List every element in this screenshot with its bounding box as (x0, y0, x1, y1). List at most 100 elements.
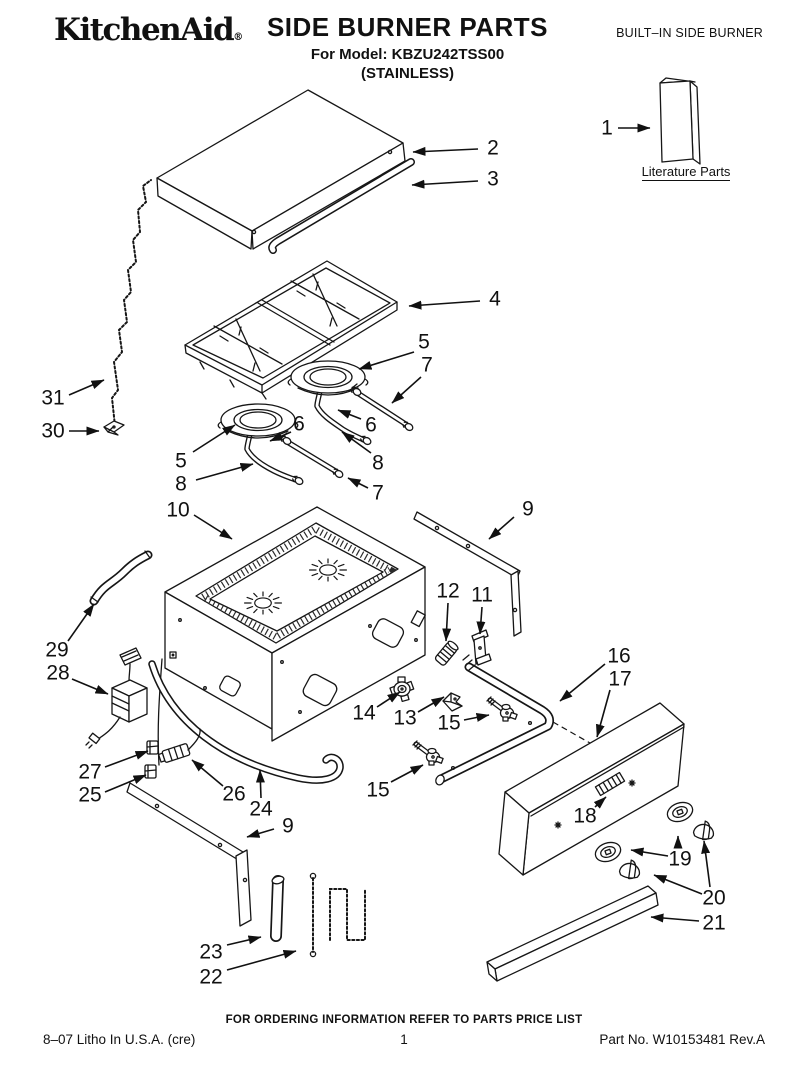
callout-leader-20 (653, 874, 703, 895)
venturi-tube-right (348, 383, 415, 433)
callout-leader-8 (341, 431, 372, 454)
callout-leader-8 (195, 463, 254, 481)
callout-3: 3 (487, 168, 499, 191)
callout-6: 6 (293, 413, 305, 436)
callout-30: 30 (41, 420, 64, 443)
callout-leader-7 (347, 477, 369, 489)
callout-15: 15 (366, 779, 389, 802)
literature-parts-label: Literature Parts (641, 164, 731, 181)
clip-25 (144, 764, 157, 779)
callout-leader-11 (476, 606, 486, 635)
callout-leader-21 (650, 913, 700, 923)
callout-17: 17 (608, 668, 631, 691)
control-knob-left (618, 858, 642, 881)
part-number: Part No. W10153481 Rev.A (599, 1032, 765, 1047)
callout-9: 9 (522, 498, 534, 521)
callout-31: 31 (41, 387, 64, 410)
knob-bezel-left (592, 838, 624, 866)
callout-15: 15 (437, 712, 460, 735)
callout-leader-28 (71, 678, 109, 695)
product-type-label: BUILT–IN SIDE BURNER (616, 26, 763, 40)
litho-note: 8–07 Litho In U.S.A. (cre) (43, 1032, 196, 1047)
callout-leader-2 (412, 146, 479, 156)
callout-leader-14 (376, 691, 401, 708)
callout-leader-18 (593, 796, 607, 809)
callout-leader-15 (390, 764, 424, 783)
callout-8: 8 (175, 473, 187, 496)
trim-bracket-bottom (126, 782, 252, 927)
control-knob-right (692, 819, 716, 842)
callout-leader-25 (104, 774, 147, 793)
callout-4: 4 (489, 288, 501, 311)
callout-leader-17 (595, 689, 611, 738)
burner-box (164, 506, 426, 742)
callout-22: 22 (199, 966, 222, 989)
callout-7: 7 (372, 482, 384, 505)
callout-leader-23 (226, 935, 262, 946)
trim-bracket-top (413, 511, 522, 637)
callout-leader-22 (226, 949, 297, 971)
callout-leader-6 (337, 409, 362, 420)
callout-leader-3 (411, 179, 479, 189)
callout-leader-12 (442, 602, 452, 642)
callout-leader-13 (417, 696, 445, 713)
valve-15-upper (487, 697, 517, 721)
callout-leader-27 (104, 750, 149, 768)
callout-leader-24 (255, 769, 265, 799)
burner-grate (184, 260, 398, 400)
callout-leader-5 (358, 351, 415, 370)
callout-18: 18 (573, 805, 596, 828)
callout-23: 23 (199, 941, 222, 964)
fitting-12 (434, 640, 459, 666)
callout-7: 7 (421, 354, 433, 377)
callout-leader-5 (192, 424, 236, 453)
page-title: SIDE BURNER PARTS (266, 12, 549, 42)
callout-11: 11 (471, 584, 493, 607)
panel-label-plate-18 (594, 771, 626, 797)
burner-assembly-left (217, 403, 305, 487)
literature-booklet (659, 77, 701, 165)
igniter-wire (187, 728, 201, 751)
valve-15-lower (413, 741, 443, 765)
finish-line: (STAINLESS) (360, 65, 455, 82)
wire-31 (110, 179, 152, 427)
callout-25: 25 (78, 784, 101, 807)
callout-9: 9 (282, 815, 294, 838)
callout-leader-31 (68, 379, 105, 396)
valve-14 (389, 676, 415, 703)
callout-16: 16 (607, 645, 630, 668)
callout-leader-26 (191, 759, 224, 787)
trim-bar-21 (486, 885, 659, 982)
callout-8: 8 (372, 452, 384, 475)
callout-leader-16 (559, 663, 606, 702)
clip-30 (103, 420, 125, 436)
igniter-wire-22 (309, 872, 366, 958)
callout-29: 29 (45, 639, 68, 662)
callout-10: 10 (166, 499, 189, 522)
model-line: For Model: KBZU242TSS00 (310, 46, 505, 63)
clip-27 (146, 740, 159, 755)
wire-harness-flag (119, 647, 142, 682)
igniter-26 (157, 743, 191, 763)
callout-14: 14 (352, 702, 376, 725)
callout-leader-9 (246, 828, 275, 838)
ordering-note: FOR ORDERING INFORMATION REFER TO PARTS … (225, 1014, 583, 1026)
callout-28: 28 (46, 662, 69, 685)
callout-leader-10 (193, 514, 233, 540)
callout-leader-15 (463, 713, 490, 722)
bracket-11 (471, 629, 492, 666)
callout-leader-29 (67, 603, 95, 642)
callout-5: 5 (418, 331, 430, 354)
kitchenaid-logo: KitchenAid® (54, 12, 243, 48)
callout-12: 12 (436, 580, 459, 603)
clip-13 (442, 692, 463, 712)
callout-leader-9 (488, 516, 515, 540)
callout-leader-7 (391, 376, 422, 404)
panel-screw-marks (554, 779, 636, 829)
callout-27: 27 (78, 761, 101, 784)
sleeve-23 (270, 875, 285, 942)
venturi-tube-lower (278, 432, 345, 480)
callout-2: 2 (487, 137, 499, 160)
